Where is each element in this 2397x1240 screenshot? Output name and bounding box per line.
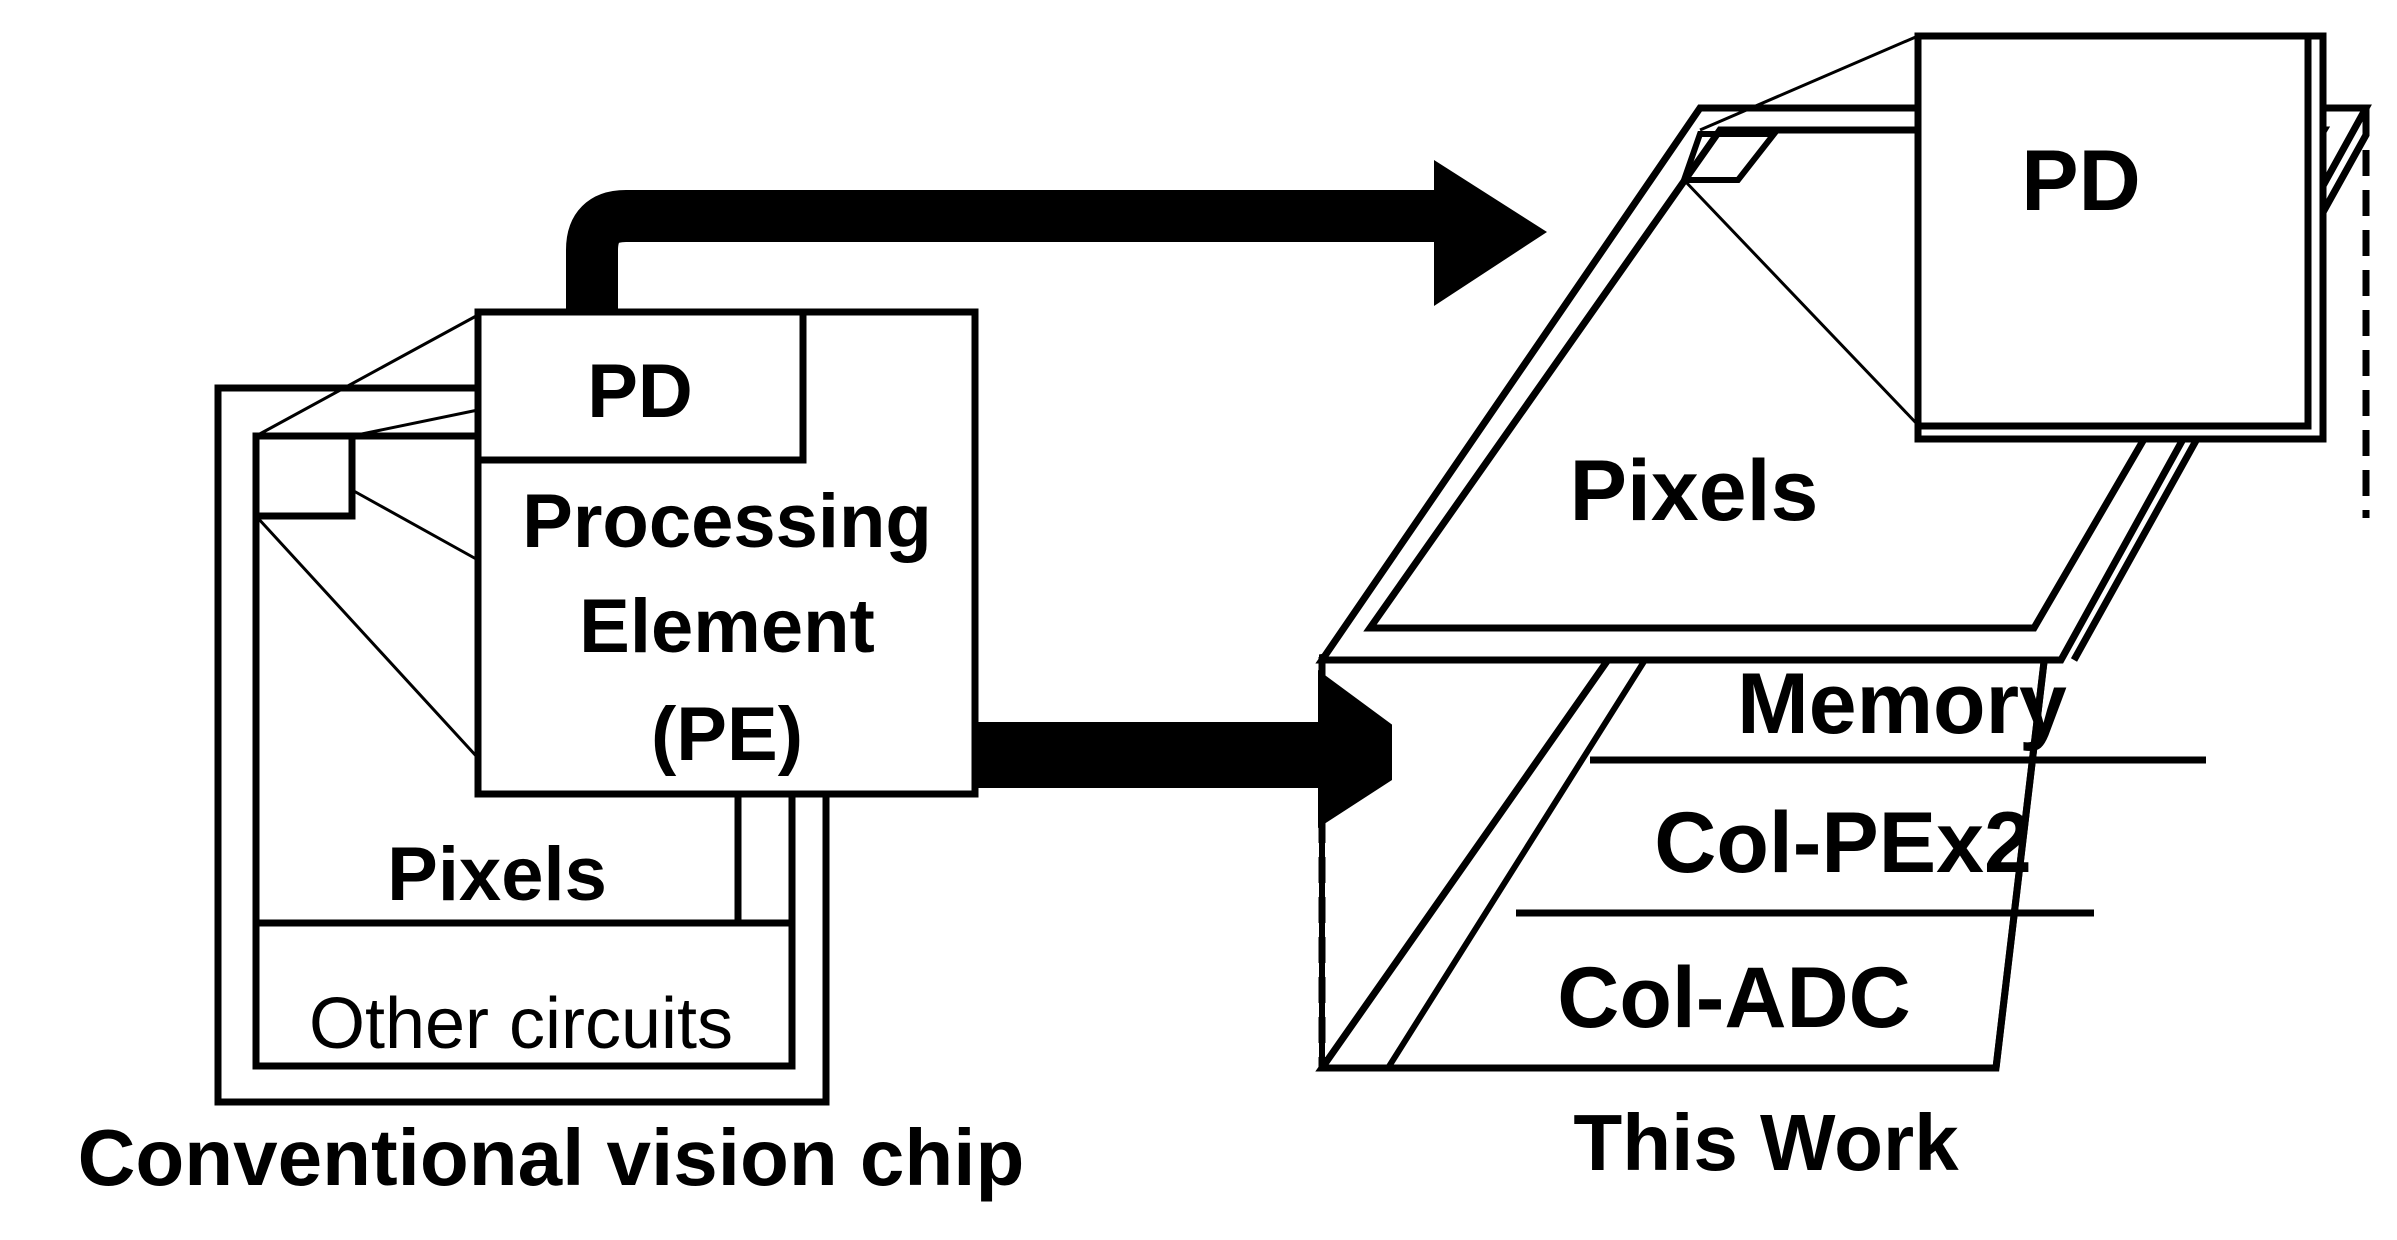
top-pd-label: PD — [2021, 133, 2140, 229]
pe-label-line3: (PE) — [651, 692, 803, 777]
conv-pixels-label: Pixels — [387, 832, 607, 917]
arrow-to-pixels — [566, 190, 1440, 312]
pd-box — [474, 308, 807, 464]
pd-label: PD — [587, 349, 693, 434]
layer-colpe-label: Col-PEx2 — [1654, 795, 2032, 891]
this-work-caption: This Work — [1573, 1098, 1959, 1187]
other-circuits-label: Other circuits — [309, 984, 733, 1064]
pe-box — [474, 308, 979, 798]
pixel-highlight — [252, 432, 356, 520]
top-zoom-lines — [1682, 34, 1920, 427]
zoom-lines — [254, 313, 480, 760]
arrow-to-layers — [975, 722, 1325, 788]
layer-memory-label: Memory — [1737, 656, 2067, 752]
top-pixel-highlight — [1679, 131, 1781, 183]
pixel-plane-side — [2070, 108, 2370, 662]
top-pd-box — [1914, 32, 2312, 430]
conventional-chip: PD Processing Element (PE) Pixels Other … — [78, 160, 1547, 1202]
top-pixels-label: Pixels — [1570, 443, 1819, 539]
conventional-caption: Conventional vision chip — [78, 1113, 1025, 1202]
pe-label-line2: Element — [579, 584, 875, 669]
pe-label-line1: Processing — [522, 479, 932, 564]
layer-coladc-label: Col-ADC — [1557, 950, 1911, 1046]
this-work-chip: PD Pixels Memory Col-PEx2 Col-ADC This W… — [1315, 32, 2372, 1187]
arrow-to-pixels-head — [1434, 160, 1547, 306]
arrow-to-layers-head — [1318, 670, 1432, 828]
